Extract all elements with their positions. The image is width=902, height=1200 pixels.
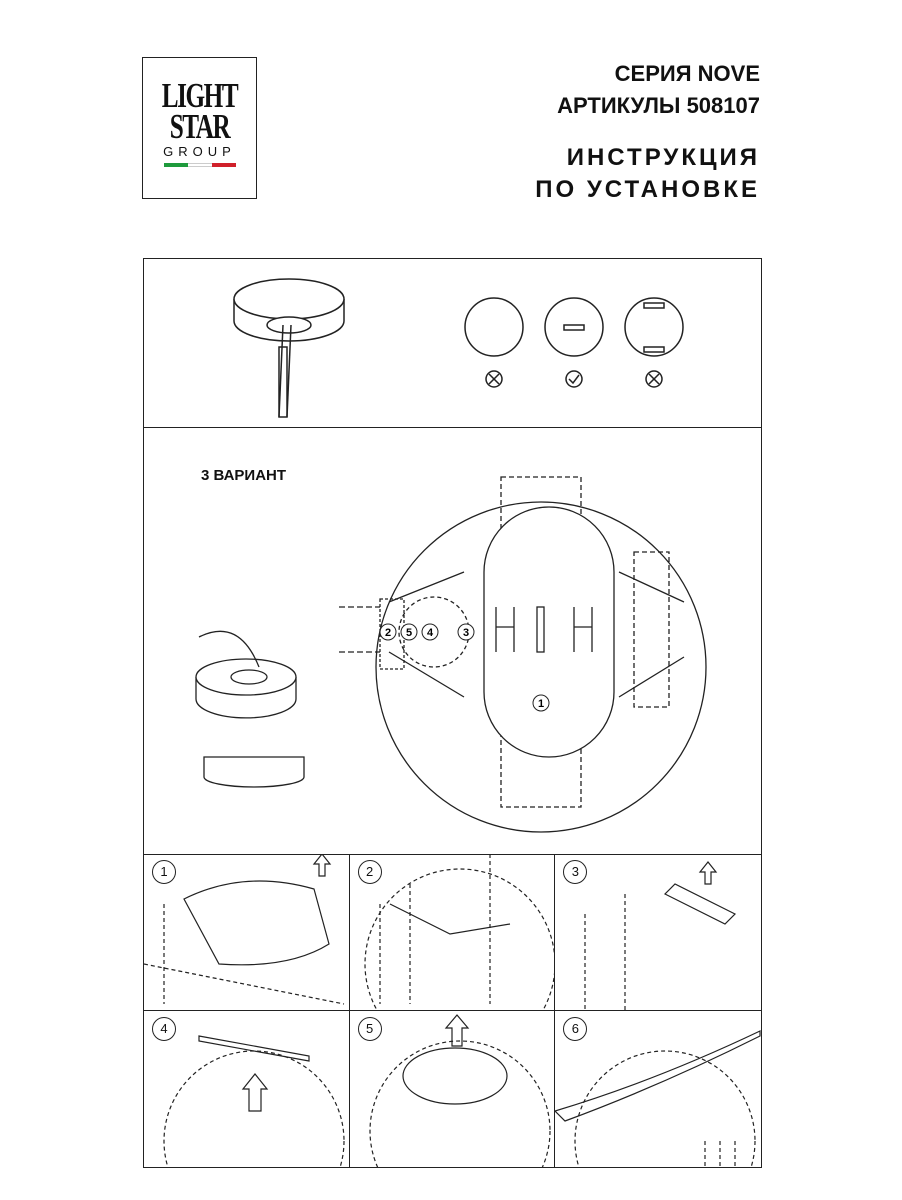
step-5-illustration: [369, 1013, 551, 1167]
steps-grid: 1 2 3 4 5 6: [144, 854, 761, 1167]
mounting-orientation-section: [144, 259, 761, 428]
callout-2-label: 2: [385, 627, 391, 639]
logo-line1: LIGHT: [161, 76, 239, 115]
variant-3-section: 3 ВАРИАНТ: [144, 427, 761, 855]
title-line1: ИНСТРУКЦИЯ: [566, 144, 760, 171]
up-arrow-icon: [699, 861, 718, 885]
step-2: 2: [349, 854, 556, 1011]
check-circle-icon: [565, 370, 583, 388]
up-arrow-icon: [312, 854, 332, 877]
callout-1: 1: [532, 694, 550, 712]
callout-3: 3: [457, 623, 475, 641]
lightstar-logo: LIGHT STAR GROUP: [142, 57, 257, 199]
series-label: СЕРИЯ NOVE: [614, 61, 760, 86]
option-double-slot-circle: [624, 297, 684, 357]
callout-2: 2: [379, 623, 397, 641]
articles-label: АРТИКУЛЫ 508107: [557, 93, 760, 118]
step-1-illustration: [144, 854, 345, 1005]
italian-flag-stripe: [163, 163, 236, 167]
step-4: 4: [144, 1010, 350, 1167]
step-5: 5: [350, 1010, 556, 1167]
step-3-illustration: [584, 861, 737, 1010]
up-arrow-icon: [444, 1013, 469, 1047]
step-number: 6: [563, 1016, 588, 1041]
step-number: 3: [563, 860, 588, 884]
orientation-options: [464, 297, 684, 388]
step-number: 1: [152, 860, 176, 884]
callout-1-label: 1: [538, 698, 544, 710]
logo-line2: STAR: [169, 107, 231, 146]
step-2-illustration: [364, 854, 555, 1010]
canopy-illustration: [233, 278, 684, 418]
step-6: 6: [555, 1011, 761, 1167]
option-blank-circle: [464, 297, 524, 357]
variant-3-diagram: 2 5 4 3 1: [195, 476, 707, 833]
callout-5-label: 5: [406, 627, 412, 639]
step-6-illustration: [555, 1029, 761, 1167]
callout-5: 5: [400, 623, 418, 641]
step-3: 3: [555, 854, 761, 1011]
callout-4-label: 4: [427, 627, 434, 639]
header-series: СЕРИЯ NOVE АРТИКУЛЫ 508107: [557, 58, 760, 122]
variant-label: 3 ВАРИАНТ: [201, 467, 287, 484]
callout-4: 4: [421, 623, 439, 641]
instruction-frame: 3 ВАРИАНТ: [143, 258, 762, 1168]
title-line2: ПО УСТАНОВКЕ: [535, 176, 760, 203]
step-number: 2: [357, 860, 382, 884]
document-title: ИНСТРУКЦИЯ ПО УСТАНОВКЕ: [535, 142, 760, 206]
callout-3-label: 3: [463, 627, 469, 639]
step-number: 5: [357, 1016, 382, 1041]
step-1: 1: [144, 854, 350, 1011]
step-4-illustration: [163, 1034, 345, 1167]
up-arrow-icon: [241, 1072, 269, 1112]
logo-line3: GROUP: [163, 144, 236, 159]
step-number: 4: [152, 1016, 176, 1041]
